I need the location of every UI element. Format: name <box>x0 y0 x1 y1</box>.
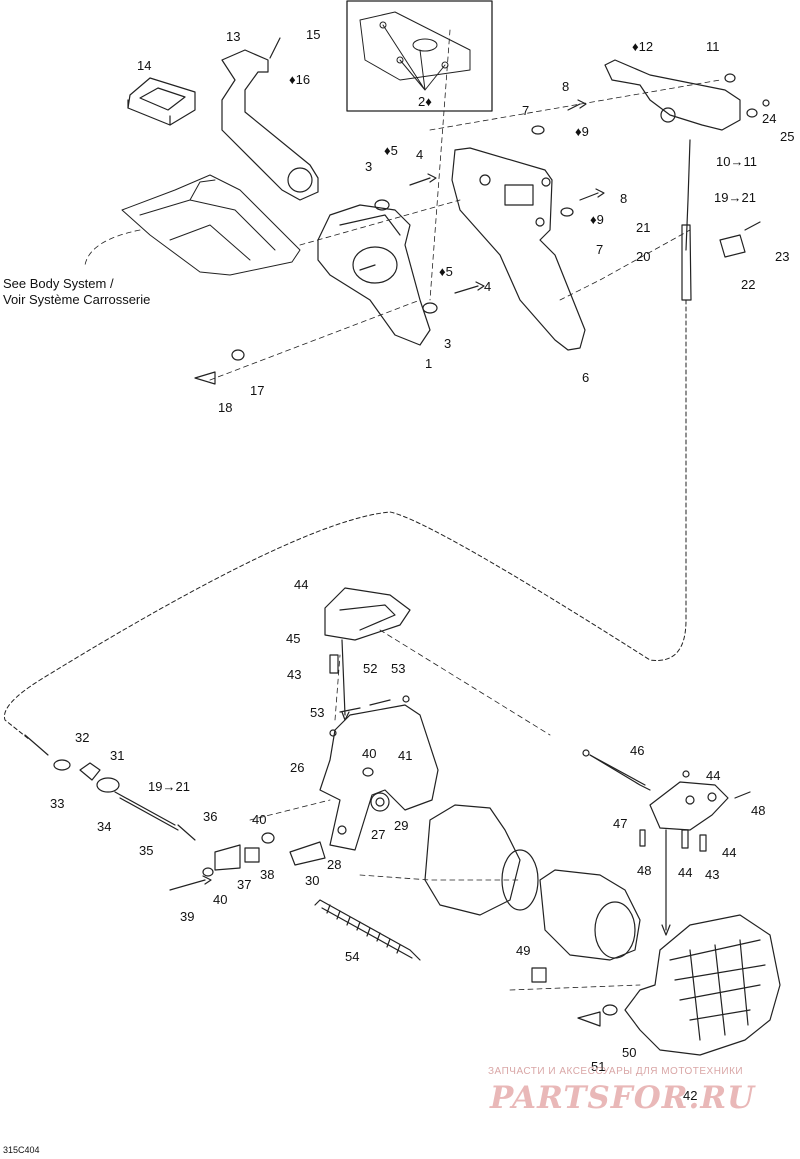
footrest-part-14 <box>127 77 196 126</box>
spring-part-54 <box>314 899 421 961</box>
body-system-note: See Body System / Voir Système Carrosser… <box>3 276 150 308</box>
callout-22: 22 <box>741 277 756 292</box>
bracket-part-26 <box>319 704 439 851</box>
callout-16: ♦16 <box>289 72 311 87</box>
callout-40-mid: 40 <box>252 812 267 827</box>
assembly-axes-lower <box>249 629 641 991</box>
callout-44-right: 44 <box>706 768 721 783</box>
assembly-axes-upper <box>84 29 721 381</box>
callout-24: 24 <box>762 111 777 126</box>
plate-part-6 <box>451 147 586 351</box>
callout-30: 30 <box>305 873 320 888</box>
callout-10: 10→11 <box>716 154 757 169</box>
callout-46: 46 <box>630 743 645 758</box>
callout-26: 26 <box>290 760 305 775</box>
callout-25: 25 <box>780 129 795 144</box>
callout-31: 31 <box>110 748 125 763</box>
bracket-part-45 <box>324 587 411 721</box>
callout-43-lower: 43 <box>705 867 720 882</box>
callout-5-lower: ♦5 <box>439 264 453 279</box>
callout-8-lower: 8 <box>620 191 628 206</box>
callout-33: 33 <box>50 796 65 811</box>
callout-44-lower-right: 44 <box>722 845 737 860</box>
callout-44-lower: 44 <box>678 865 693 880</box>
callout-13: 13 <box>226 29 241 44</box>
callout-19-upper: 19→21 <box>714 190 756 205</box>
callout-9-lower: ♦9 <box>590 212 604 227</box>
callout-32: 32 <box>75 730 90 745</box>
watermark-logo: PARTSFOR.RU <box>490 1080 756 1116</box>
callout-29: 29 <box>394 818 409 833</box>
callout-11: 11 <box>706 39 720 54</box>
callout-17: 17 <box>250 383 265 398</box>
callout-53-right: 53 <box>391 661 406 676</box>
callout-52: 52 <box>363 661 378 676</box>
callout-43-upper: 43 <box>287 667 302 682</box>
callout-47: 47 <box>613 816 628 831</box>
body-cover-part <box>121 174 301 276</box>
bracket-part-47 <box>639 781 729 936</box>
callout-48-right: 48 <box>751 803 766 818</box>
callout-21: 21 <box>636 220 651 235</box>
callout-2: 2♦ <box>418 94 432 109</box>
callout-53-left: 53 <box>310 705 325 720</box>
callout-28: 28 <box>327 857 342 872</box>
diagram-code: 315C404 <box>3 1145 40 1155</box>
callout-18: 18 <box>218 400 233 415</box>
callout-3-lower: 3 <box>444 336 452 351</box>
callout-49: 49 <box>516 943 531 958</box>
callout-3-upper: 3 <box>365 159 373 174</box>
callout-42: 42 <box>683 1088 698 1103</box>
rod-part-46 <box>589 754 646 786</box>
housing-part-1 <box>317 204 431 346</box>
callout-1: 1 <box>425 356 433 371</box>
callout-23: 23 <box>775 249 790 264</box>
fasteners-lower <box>169 695 751 1027</box>
callout-4-lower: 4 <box>484 279 492 294</box>
callout-45: 45 <box>286 631 301 646</box>
callout-48-lower: 48 <box>637 863 652 878</box>
guard-part-42 <box>624 914 781 1056</box>
callout-27: 27 <box>371 827 386 842</box>
callout-5-upper: ♦5 <box>384 143 398 158</box>
note-line-2: Voir Système Carrosserie <box>3 292 151 307</box>
callout-9-upper: ♦9 <box>575 124 589 139</box>
callout-34: 34 <box>97 819 112 834</box>
callout-14: 14 <box>137 58 152 73</box>
callout-4-upper: 4 <box>416 147 424 162</box>
callout-36: 36 <box>203 809 218 824</box>
callout-51: 51 <box>591 1059 606 1074</box>
callout-41: 41 <box>398 748 413 763</box>
lever-part-13 <box>221 37 319 201</box>
cable-end-part-31 <box>24 734 275 871</box>
callout-44-top: 44 <box>294 577 309 592</box>
callout-40-lower: 40 <box>213 892 228 907</box>
inset-bracket <box>359 11 471 91</box>
callout-6: 6 <box>582 370 590 385</box>
callout-8-upper: 8 <box>562 79 570 94</box>
gearcase-housing <box>424 804 641 961</box>
callout-39: 39 <box>180 909 195 924</box>
callout-12: ♦12 <box>632 39 654 54</box>
callout-54: 54 <box>345 949 360 964</box>
callout-20: 20 <box>636 249 651 264</box>
callout-38: 38 <box>260 867 275 882</box>
callout-35: 35 <box>139 843 154 858</box>
callout-15: 15 <box>306 27 321 42</box>
watermark-subtitle: ЗАПЧАСТИ И АКСЕССУАРЫ ДЛЯ МОТОТЕХНИКИ <box>488 1066 744 1077</box>
inset-detail-box <box>346 0 493 112</box>
note-line-1: See Body System / <box>3 276 114 291</box>
callout-7-upper: 7 <box>522 103 530 118</box>
callout-50: 50 <box>622 1045 637 1060</box>
fasteners-upper <box>194 73 770 385</box>
callout-19-lower: 19→21 <box>148 779 190 794</box>
callout-37: 37 <box>237 877 252 892</box>
lever-part-12 <box>604 59 741 301</box>
callout-40-upper: 40 <box>362 746 377 761</box>
cable-path <box>3 299 687 741</box>
callout-7-lower: 7 <box>596 242 604 257</box>
